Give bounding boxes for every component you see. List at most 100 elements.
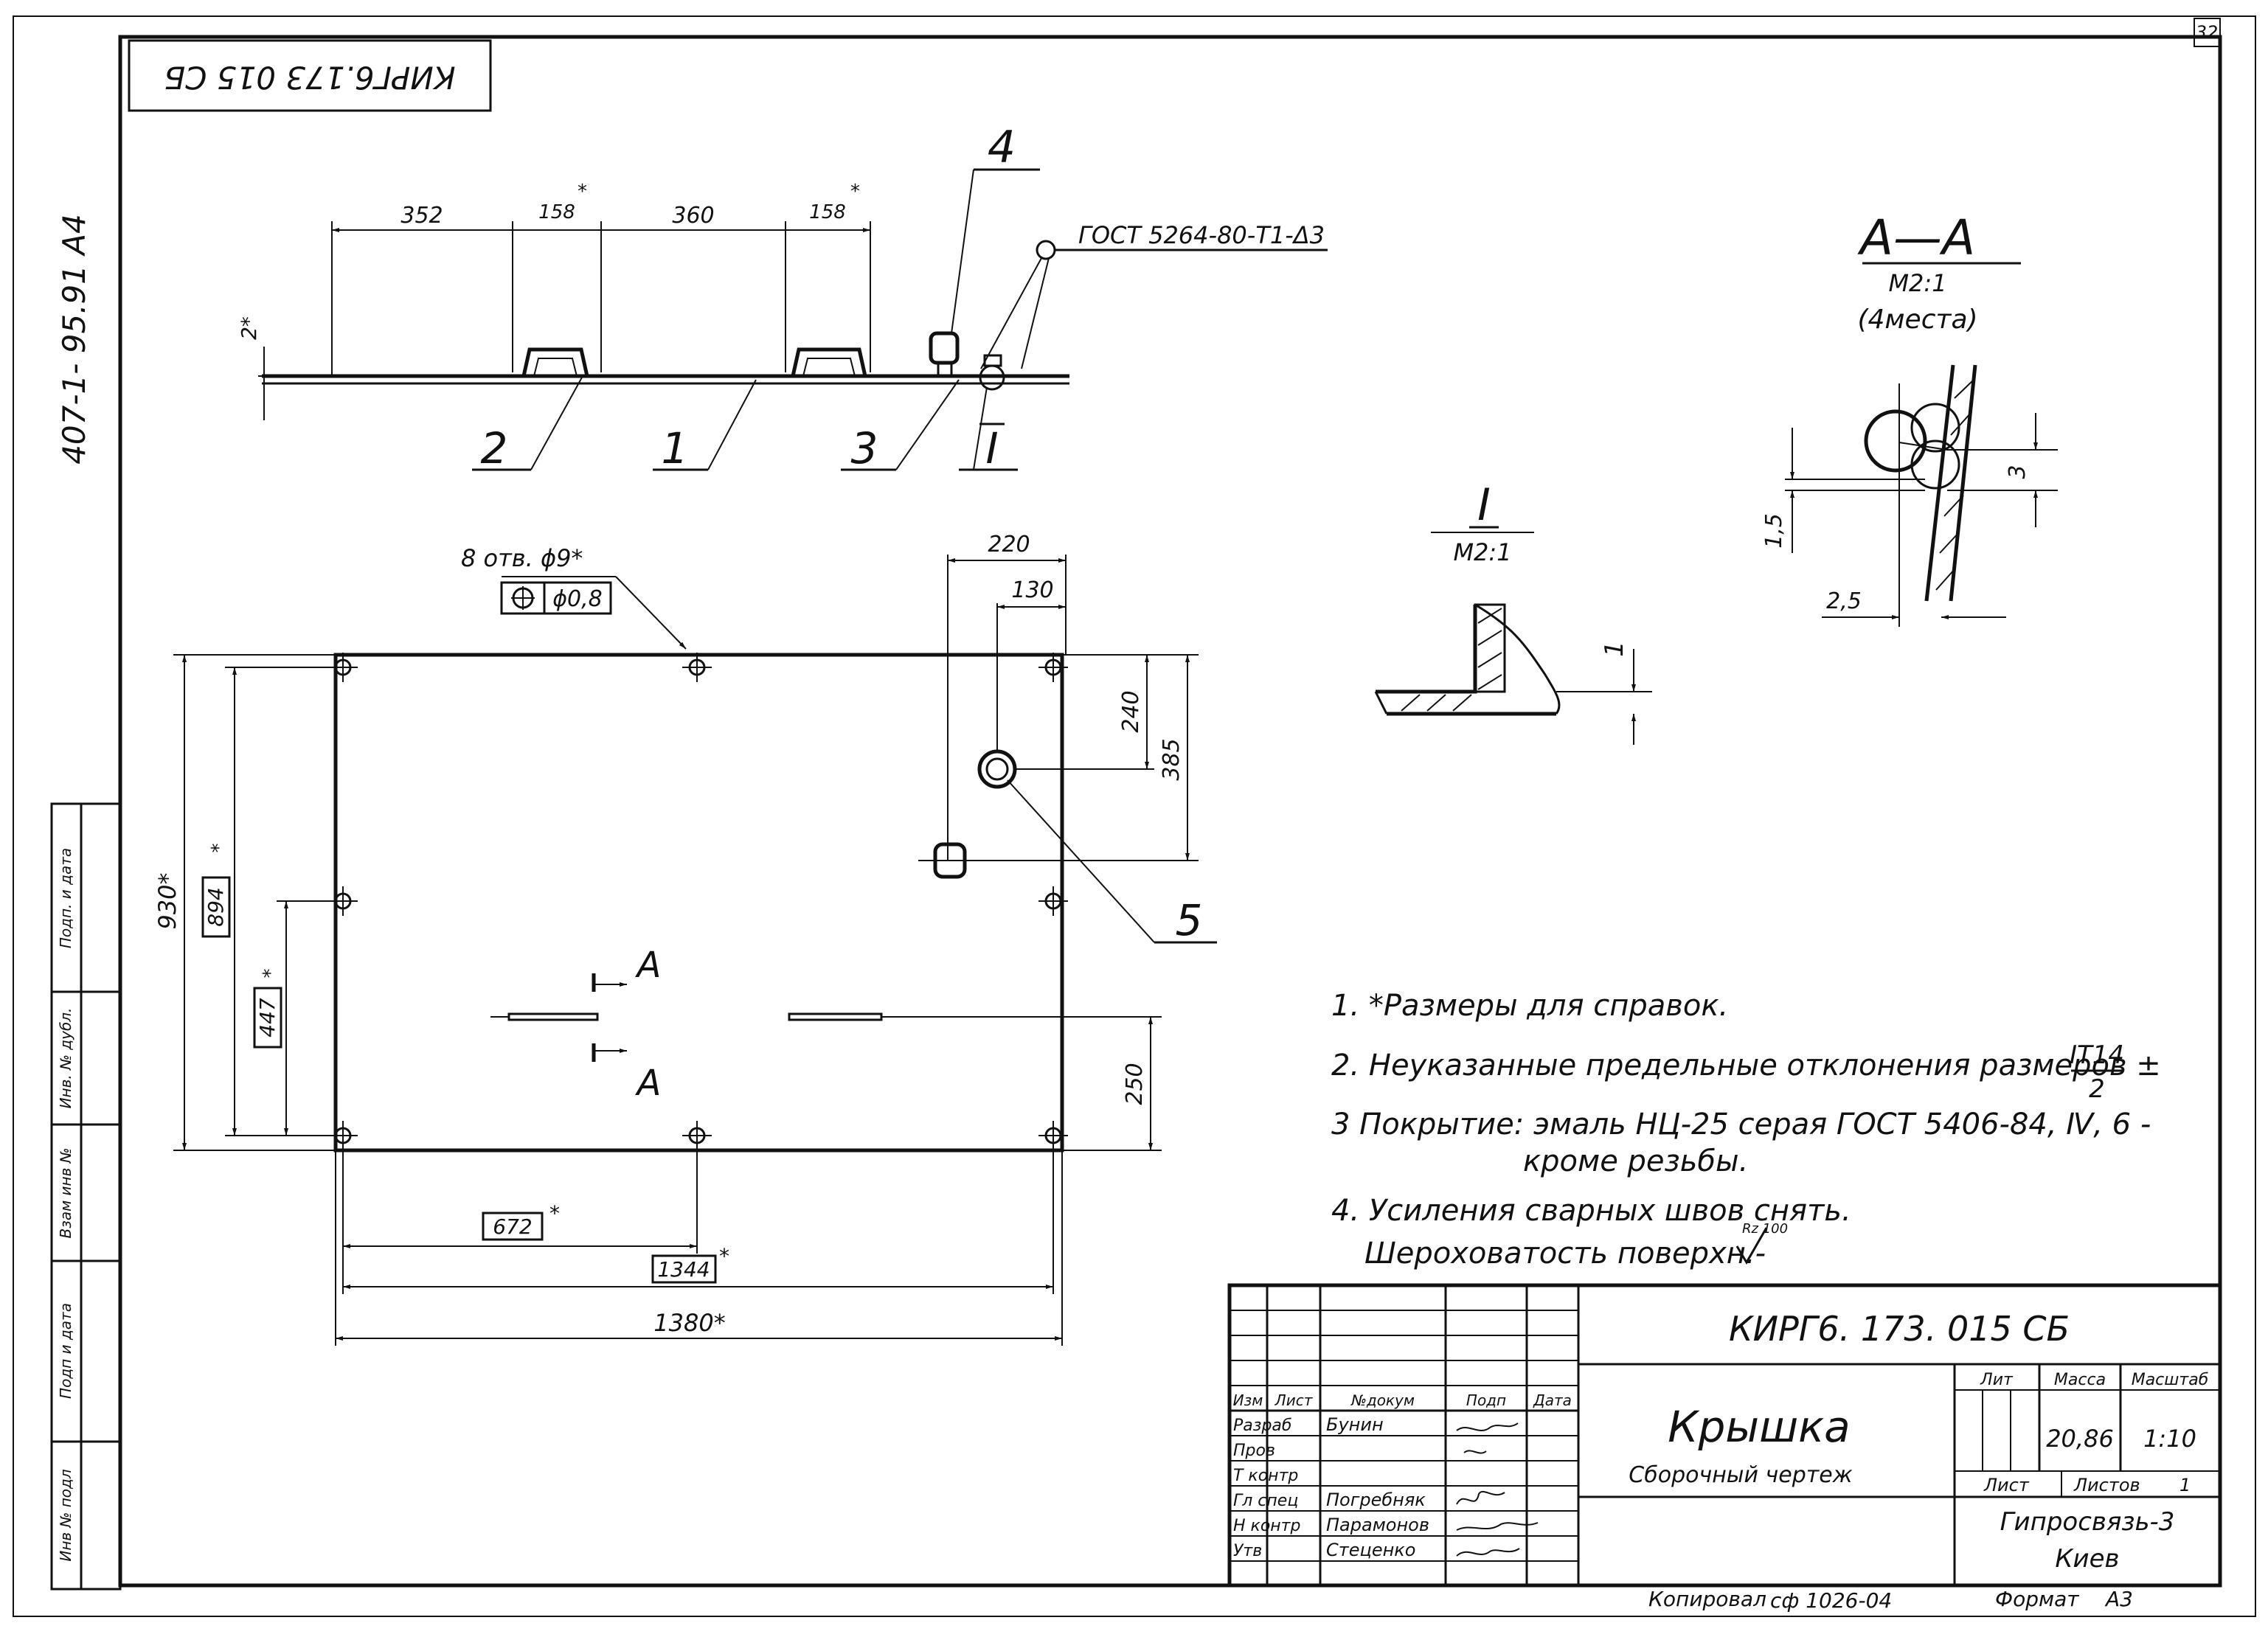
dim-930: 930*	[153, 872, 181, 929]
star-447: *	[260, 969, 282, 979]
star-1344: *	[719, 1244, 729, 1268]
note-2-frac-den: 2	[2089, 1074, 2105, 1104]
notes: 1. *Размеры для справок. 2. Неуказанные …	[1331, 989, 2161, 1271]
section-mark-A-top: А	[635, 945, 662, 986]
section-AA-scale: М2:1	[1888, 269, 1946, 297]
side-table: Подп. и дата Инв. № дубл. Взам инв № Под…	[50, 802, 122, 1591]
tb-role-norm-control: Н контр	[1233, 1517, 1300, 1535]
tb-scale: 1:10	[2143, 1425, 2196, 1453]
section-AA-places: (4места)	[1857, 305, 1977, 335]
signature-chief-spec	[1456, 1490, 1505, 1505]
note-3: 3 Покрытие: эмаль НЦ-25 серая ГОСТ 5406-…	[1331, 1108, 2151, 1141]
plan-view: А А 8 отв. ϕ9* ϕ0,8 220 130 240 385 250	[153, 532, 1217, 1346]
tb-name: Крышка	[1668, 1402, 1850, 1452]
callout-5: 5	[1176, 895, 1203, 945]
holes	[328, 653, 1068, 1150]
tb-mass: 20,86	[2046, 1425, 2114, 1453]
dim-894: 894	[204, 887, 228, 926]
tb-org: Гипросвязь-3	[2000, 1507, 2175, 1537]
tb-sheet-label: Лист	[1983, 1475, 2030, 1495]
tb-doc-type: Сборочный чертеж	[1629, 1462, 1852, 1488]
dim-130: 130	[1011, 577, 1053, 603]
roughness-mark-icon	[1735, 1227, 1768, 1265]
top-side-view: 352 158 * 360 158 * 2* ГОСТ 5264-80-Т1-Δ…	[237, 122, 1328, 473]
tb-lit-label: Лит	[1980, 1371, 2014, 1389]
tb-mass-label: Масса	[2054, 1371, 2106, 1389]
dim-220: 220	[988, 532, 1030, 557]
signature-checked	[1463, 1450, 1487, 1454]
tb-scale-label: Масштаб	[2132, 1371, 2209, 1389]
format-value: А3	[2104, 1587, 2133, 1611]
detail-I-dim: 1	[1600, 641, 1629, 657]
page-number: 32	[2196, 22, 2219, 43]
callout-2: 2	[481, 423, 508, 473]
dim-385: 385	[1159, 738, 1185, 780]
copied-label: Копировал	[1648, 1587, 1766, 1611]
dim-1344: 1344	[657, 1257, 710, 1282]
callout-3: 3	[851, 423, 878, 473]
side-label-dup-inv: Инв. № дубл.	[57, 1008, 74, 1109]
tb-person-chief-spec: Погребняк	[1326, 1490, 1426, 1510]
dim-447: 447	[255, 998, 280, 1038]
dim-1380: 1380*	[653, 1309, 725, 1337]
section-AA-title: А—А	[1857, 209, 1975, 266]
rotated-doc-code: КИРГ6.173 015 СБ	[164, 60, 455, 96]
section-AA: А—А М2:1 (4места) 3 1,5 2,5	[1761, 209, 2058, 627]
format-label: Формат	[1995, 1587, 2079, 1611]
page-number-box	[2194, 18, 2221, 47]
tb-person-norm-control: Парамонов	[1326, 1515, 1429, 1535]
callout-I: I	[985, 423, 998, 473]
rotated-code-box: КИРГ6.173 015 СБ	[128, 39, 492, 112]
tb-head-sheet: Лист	[1275, 1391, 1314, 1409]
dim-672: 672	[493, 1214, 532, 1239]
star-894: *	[208, 844, 230, 853]
signature-developer	[1456, 1422, 1519, 1431]
side-label-orig-inv: Инв № подл	[57, 1469, 74, 1561]
detail-I: I М2:1 1	[1374, 479, 1652, 745]
dim-352: 352	[400, 203, 443, 229]
tb-city: Киев	[2055, 1544, 2119, 1574]
star-672: *	[549, 1201, 560, 1226]
copied-value: сф 1026-04	[1770, 1588, 1892, 1613]
section-AA-dim-1-5: 1,5	[1761, 513, 1787, 549]
tb-doc-code: КИРГ6. 173. 015 СБ	[1729, 1309, 2070, 1349]
dim-height-2: 2*	[237, 316, 261, 340]
star-158-b: *	[850, 181, 860, 203]
detail-I-title: I	[1477, 479, 1491, 531]
dim-250: 250	[1122, 1063, 1148, 1105]
section-AA-dim-2-5: 2,5	[1826, 588, 1862, 614]
note-1: 1. *Размеры для справок.	[1331, 989, 1728, 1023]
section-AA-dim-3: 3	[2005, 465, 2031, 479]
dim-158-a: 158	[538, 201, 575, 223]
holes-note: 8 отв. ϕ9*	[461, 544, 583, 572]
dim-240: 240	[1118, 690, 1144, 732]
tb-head-sign: Подп	[1466, 1391, 1506, 1409]
note-4-cont: Шероховатость поверхн.-	[1364, 1237, 1766, 1271]
detail-I-scale: М2:1	[1453, 538, 1511, 566]
tb-sheets: 1	[2179, 1475, 2191, 1495]
tb-head-date: Дата	[1533, 1391, 1572, 1409]
tb-sheets-label: Листов	[2073, 1475, 2140, 1495]
section-mark-A-bottom: А	[635, 1063, 662, 1104]
callout-1: 1	[662, 423, 689, 473]
tb-head-doc: №докум	[1350, 1391, 1415, 1409]
callout-4: 4	[988, 122, 1016, 173]
dim-158-b: 158	[809, 201, 846, 223]
note-2: 2. Неуказанные предельные отклонения раз…	[1331, 1049, 2161, 1082]
note-2-frac-num: IT14	[2070, 1040, 2124, 1070]
note-4: 4. Усиления сварных швов снять.	[1331, 1194, 1851, 1228]
tb-role-chief-spec: Гл спец	[1233, 1492, 1298, 1510]
signature-norm-control	[1456, 1522, 1539, 1531]
tb-role-developer: Разраб	[1233, 1417, 1291, 1435]
tb-role-approved: Утв	[1233, 1542, 1262, 1560]
weld-gost-note: ГОСТ 5264-80-Т1-Δ3	[1078, 221, 1325, 249]
side-label-sign-date-2: Подп и дата	[57, 1303, 74, 1399]
tb-person-approved: Стеценко	[1326, 1540, 1415, 1560]
tb-person-developer: Бунин	[1326, 1414, 1384, 1435]
tb-head-change: Изм	[1233, 1391, 1263, 1409]
tb-role-checked: Пров	[1233, 1442, 1275, 1460]
side-label-sign-date-1: Подп. и дата	[57, 848, 74, 948]
note-3-cont: кроме резьбы.	[1523, 1144, 1748, 1178]
